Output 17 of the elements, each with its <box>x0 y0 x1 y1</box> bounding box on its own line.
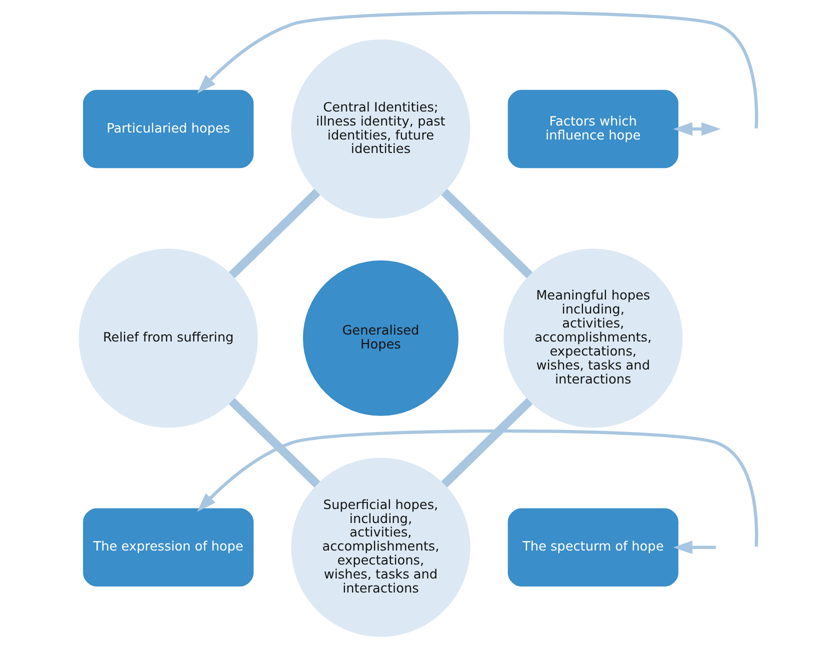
connector <box>228 398 320 488</box>
arrow <box>672 540 716 554</box>
node-circle: Superficial hopes, including, activities, accomplishments, expectations, wishes, tasks and interactions <box>290 458 470 637</box>
node-box: Particularied hopes <box>82 90 254 168</box>
connector <box>440 188 532 278</box>
node-circle: Relief from suffering <box>78 248 258 428</box>
connector <box>228 188 320 278</box>
arrow <box>196 11 758 128</box>
node-circle: Generalised Hopes <box>302 260 458 416</box>
connector <box>440 398 532 488</box>
node-box: Factors which influence hope <box>507 90 678 168</box>
arrow <box>196 429 758 547</box>
node-box: The expression of hope <box>82 508 254 586</box>
node-box: The specturm of hope <box>507 508 678 586</box>
arrow <box>672 122 720 136</box>
node-circle: Meaningful hopes including, activities, accomplishments, expectations, wishes, tasks and interactions <box>503 248 682 428</box>
node-circle: Central Identities; illness identity, past identities, future identities <box>290 39 470 219</box>
